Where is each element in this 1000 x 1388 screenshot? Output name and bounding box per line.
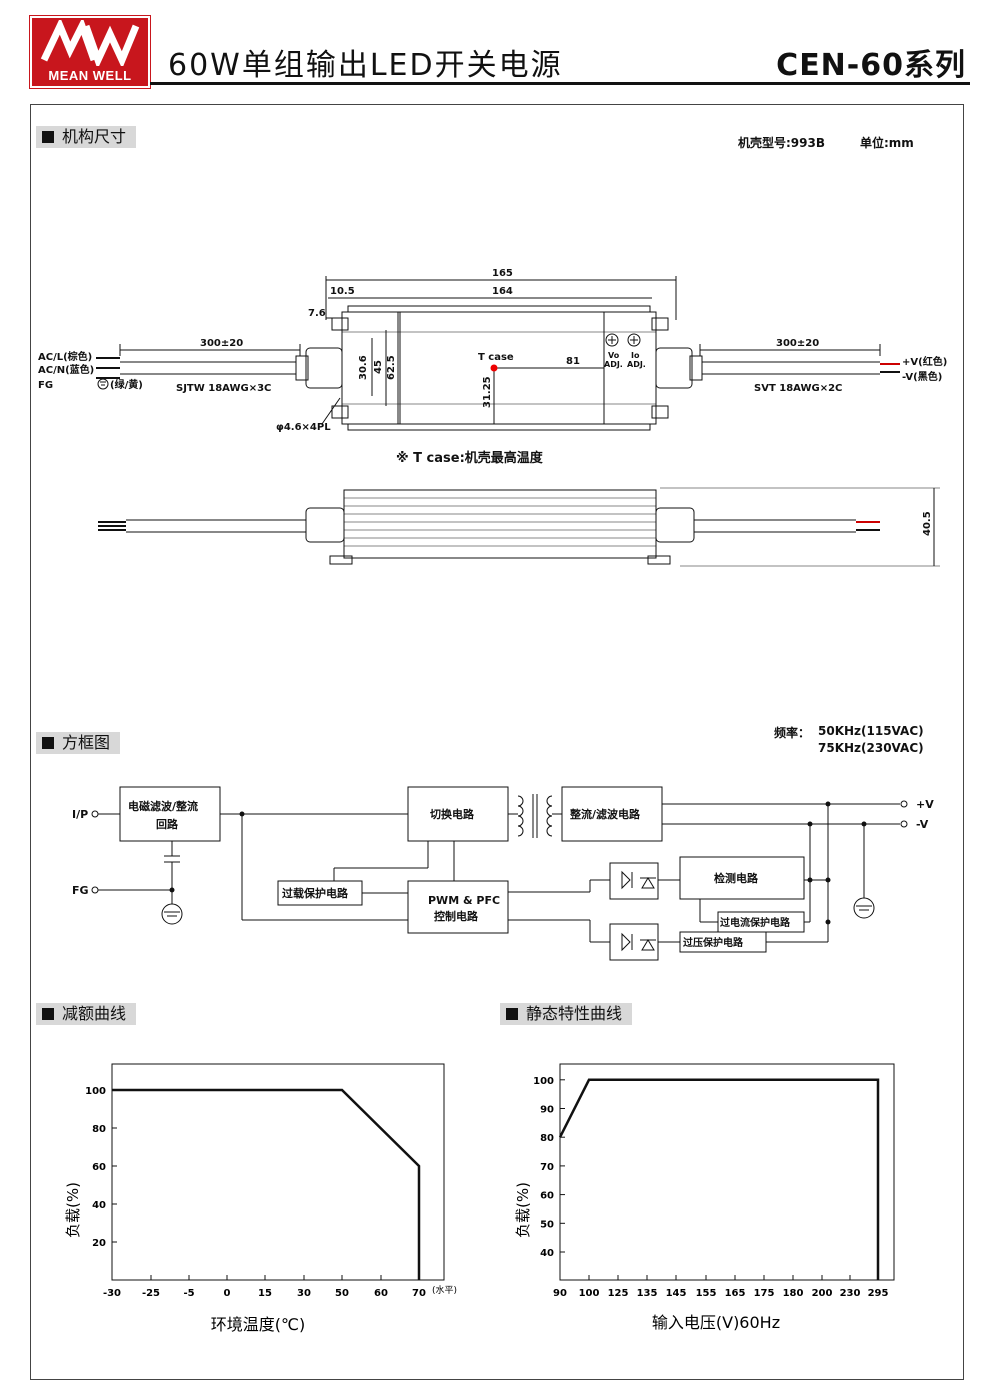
mw-logo-icon (40, 20, 140, 66)
content-frame (30, 104, 964, 1380)
logo-text: MEAN WELL (48, 68, 132, 83)
header-rule (150, 82, 970, 85)
section-heading-block: 方框图 (36, 732, 121, 754)
page-title: 60W单组输出LED开关电源 (168, 48, 563, 83)
freq-2: 75KHz(230VAC) (818, 741, 924, 755)
meanwell-logo: MEAN WELL (29, 15, 151, 89)
section-heading-derating: 减额曲线 (36, 1003, 137, 1025)
freq-1: 50KHz(115VAC) (818, 724, 924, 738)
freq-label: 频率： (774, 726, 811, 740)
section-heading-static: 静态特性曲线 (500, 1003, 633, 1025)
unit-label: 单位:mm (860, 136, 914, 150)
section-heading-mechanical: 机构尺寸 (36, 126, 137, 148)
case-info: 机壳型号:993B (738, 136, 825, 150)
model-title: CEN-60系列 (776, 48, 966, 83)
